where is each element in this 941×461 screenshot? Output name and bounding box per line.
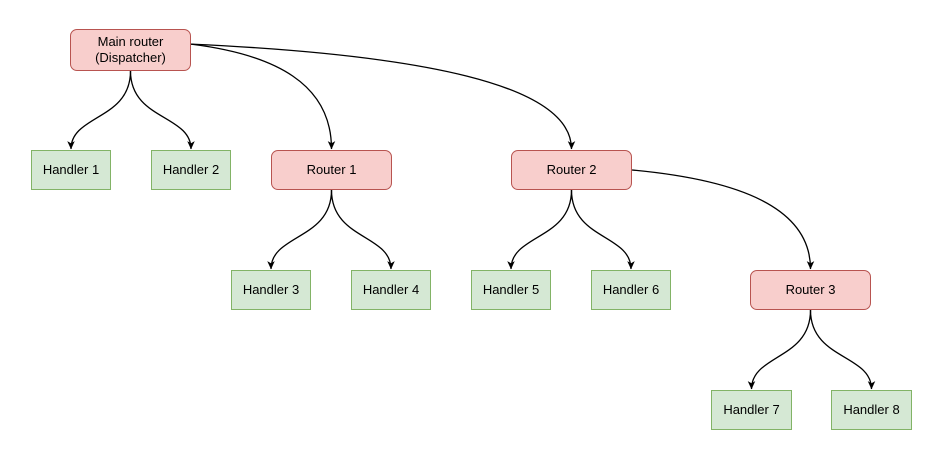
edge-router-2-to-handler-6 xyxy=(570,189,635,270)
node-label-handler-3: Handler 3 xyxy=(242,281,300,297)
edge-router-2-to-router-3 xyxy=(631,169,815,270)
node-label-handler-5: Handler 5 xyxy=(482,281,540,297)
node-label-handler-4: Handler 4 xyxy=(362,281,420,297)
node-handler-7: Handler 7 xyxy=(711,390,792,430)
node-handler-8: Handler 8 xyxy=(831,390,912,430)
node-handler-1: Handler 1 xyxy=(31,150,111,190)
node-label-handler-6: Handler 6 xyxy=(602,281,660,297)
node-label-main-router: Main router (Dispatcher) xyxy=(95,33,166,65)
edge-router-1-to-handler-4 xyxy=(330,189,395,270)
node-label-handler-1: Handler 1 xyxy=(42,161,100,177)
node-router-3: Router 3 xyxy=(750,270,871,310)
edge-main-router-to-router-1 xyxy=(190,43,336,150)
edge-router-3-to-handler-8 xyxy=(809,309,876,390)
node-handler-6: Handler 6 xyxy=(591,270,671,310)
node-label-router-2: Router 2 xyxy=(546,161,597,177)
node-handler-4: Handler 4 xyxy=(351,270,431,310)
node-label-handler-2: Handler 2 xyxy=(162,161,220,177)
node-label-handler-7: Handler 7 xyxy=(723,401,780,417)
edge-main-router-to-router-2 xyxy=(190,43,576,150)
edges-group xyxy=(67,43,876,390)
node-label-router-1: Router 1 xyxy=(306,161,357,177)
node-label-handler-8: Handler 8 xyxy=(843,401,900,417)
edge-main-router-to-handler-1 xyxy=(67,70,132,150)
edge-router-1-to-handler-3 xyxy=(267,189,333,270)
node-router-2: Router 2 xyxy=(511,150,632,190)
edge-router-2-to-handler-5 xyxy=(507,189,573,270)
node-main-router: Main router (Dispatcher) xyxy=(70,29,191,71)
node-handler-3: Handler 3 xyxy=(231,270,311,310)
node-handler-2: Handler 2 xyxy=(151,150,231,190)
node-label-router-3: Router 3 xyxy=(785,281,836,297)
node-router-1: Router 1 xyxy=(271,150,392,190)
node-handler-5: Handler 5 xyxy=(471,270,551,310)
edge-main-router-to-handler-2 xyxy=(129,70,195,150)
edge-router-3-to-handler-7 xyxy=(747,309,812,390)
